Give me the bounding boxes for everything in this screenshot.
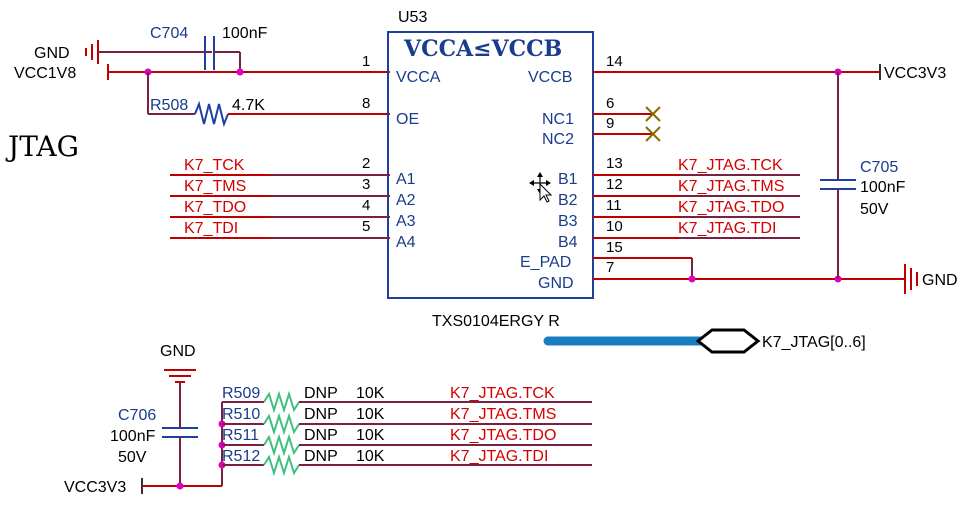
pin-name-epad: E_PAD xyxy=(520,254,571,271)
pin-num-9: 9 xyxy=(606,115,614,132)
u53-ref: U53 xyxy=(398,9,427,26)
pin-num-13: 13 xyxy=(606,155,623,172)
c706-ref: C706 xyxy=(118,407,156,424)
u53-title: VCCA≤VCCB xyxy=(403,36,562,62)
r510-ref: R510 xyxy=(222,406,260,423)
r511-value: 10K xyxy=(356,427,385,444)
r512-value: 10K xyxy=(356,448,385,465)
move-cursor-icon xyxy=(529,172,553,203)
c704-ref: C704 xyxy=(150,25,188,42)
pin-name-nc2: NC2 xyxy=(542,131,574,148)
r509-dnp: DNP xyxy=(304,385,338,402)
pullup-section xyxy=(141,369,592,494)
c705-value: 100nF xyxy=(860,179,906,196)
pin-name-gnd: GND xyxy=(538,275,574,292)
pin-name-a4: A4 xyxy=(396,234,416,251)
pin-num-4: 4 xyxy=(362,197,370,214)
pin-name-nc1: NC1 xyxy=(542,111,574,128)
c706-voltage: 50V xyxy=(118,449,147,466)
u53-body xyxy=(387,31,594,299)
c705-ref: C705 xyxy=(860,159,898,176)
c705-voltage: 50V xyxy=(860,201,889,218)
pin-num-6: 6 xyxy=(606,95,614,112)
vcc3v3-label-bottom: VCC3V3 xyxy=(64,479,126,496)
a-side-wires xyxy=(170,174,390,239)
pin-num-11: 11 xyxy=(606,197,622,214)
pin-num-12: 12 xyxy=(606,176,623,193)
r509-ref: R509 xyxy=(222,385,260,402)
bus-label: K7_JTAG[0..6] xyxy=(762,334,866,351)
pin-name-vcca: VCCA xyxy=(396,69,441,86)
vcc1v8-label: VCC1V8 xyxy=(14,65,76,82)
r511-dnp: DNP xyxy=(304,427,338,444)
net-k7-tdo: K7_TDO xyxy=(184,199,246,216)
pin-num-8: 8 xyxy=(362,95,370,112)
pin-num-2: 2 xyxy=(362,155,370,172)
pin-name-b1: B1 xyxy=(558,171,578,188)
pin-name-a2: A2 xyxy=(396,192,416,209)
r510-net: K7_JTAG.TMS xyxy=(450,406,556,423)
pin-num-1: 1 xyxy=(362,53,370,70)
r508-value: 4.7K xyxy=(232,97,265,114)
u53-part: TXS0104ERGY R xyxy=(432,313,560,330)
pin-num-15: 15 xyxy=(606,239,623,256)
r512-dnp: DNP xyxy=(304,448,338,465)
r512-ref: R512 xyxy=(222,448,260,465)
pin-name-b3: B3 xyxy=(558,213,578,230)
net-k7-jtag-tms: K7_JTAG.TMS xyxy=(678,178,784,195)
r510-value: 10K xyxy=(356,406,385,423)
jtag-bus xyxy=(543,328,761,354)
net-k7-tms: K7_TMS xyxy=(184,178,246,195)
pin-num-5: 5 xyxy=(362,218,370,235)
pin-num-10: 10 xyxy=(606,218,623,235)
pin-name-b2: B2 xyxy=(558,192,578,209)
pin-name-b4: B4 xyxy=(558,234,578,251)
r509-value: 10K xyxy=(356,385,385,402)
r508-ref: R508 xyxy=(150,97,188,114)
r511-ref: R511 xyxy=(222,427,259,444)
section-label: JTAG xyxy=(5,130,79,163)
net-k7-tck: K7_TCK xyxy=(184,157,245,174)
pin-name-a1: A1 xyxy=(396,171,416,188)
pin-name-oe: OE xyxy=(396,111,419,128)
pin-num-14: 14 xyxy=(606,53,623,70)
gnd-label-bottom: GND xyxy=(160,343,196,360)
c706-value: 100nF xyxy=(110,428,156,445)
net-k7-jtag-tdo: K7_JTAG.TDO xyxy=(678,199,784,216)
net-k7-jtag-tck: K7_JTAG.TCK xyxy=(678,157,783,174)
r509-net: K7_JTAG.TCK xyxy=(450,385,555,402)
r512-net: K7_JTAG.TDI xyxy=(450,448,548,465)
pin-name-a3: A3 xyxy=(396,213,416,230)
pin-num-3: 3 xyxy=(362,176,370,193)
pin-num-7: 7 xyxy=(606,259,614,276)
net-k7-jtag-tdi: K7_JTAG.TDI xyxy=(678,220,776,237)
net-k7-tdi: K7_TDI xyxy=(184,220,238,237)
gnd-label-top: GND xyxy=(34,45,70,62)
vcc3v3-label-right: VCC3V3 xyxy=(884,65,946,82)
pin-name-vccb: VCCB xyxy=(528,69,572,86)
b-side-wires xyxy=(593,64,918,294)
vcc1v8-net xyxy=(85,36,390,128)
gnd-label-right: GND xyxy=(922,272,958,289)
r511-net: K7_JTAG.TDO xyxy=(450,427,556,444)
r510-dnp: DNP xyxy=(304,406,338,423)
c704-value: 100nF xyxy=(222,25,268,42)
